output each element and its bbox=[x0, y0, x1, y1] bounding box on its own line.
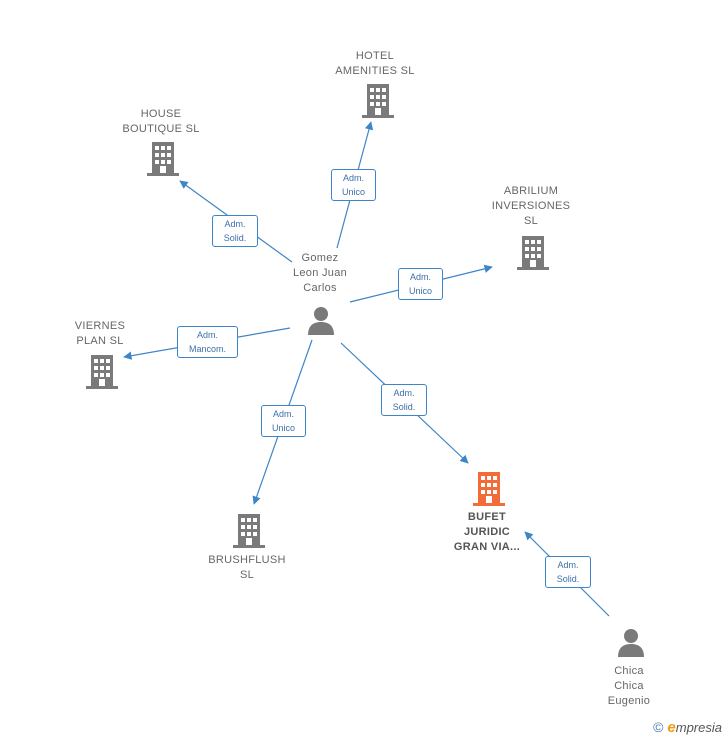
building-icon-brushflush[interactable] bbox=[233, 514, 265, 548]
edge-label-gomez-bufet: Adm. Solid. bbox=[381, 384, 427, 416]
node-label-chica[interactable]: Chica Chica Eugenio bbox=[607, 665, 651, 707]
edge-label-gomez-brushflush: Adm. Unico bbox=[261, 405, 306, 437]
person-icon-chica[interactable] bbox=[618, 629, 644, 657]
edge-label-gomez-viernes: Adm. Mancom. bbox=[177, 326, 238, 358]
building-icon-viernes[interactable] bbox=[86, 355, 118, 389]
node-label-bufet[interactable]: BUFET JURIDIC GRAN VIA... bbox=[453, 511, 521, 553]
node-label-gomez[interactable]: Gomez Leon Juan Carlos bbox=[292, 252, 348, 294]
building-icon-bufet[interactable] bbox=[473, 472, 505, 506]
person-icon-gomez[interactable] bbox=[308, 307, 334, 335]
node-label-hotel[interactable]: HOTEL AMENITIES SL bbox=[335, 50, 415, 77]
edge-label-chica-bufet: Adm. Solid. bbox=[545, 556, 591, 588]
node-label-abrilium[interactable]: ABRILIUM INVERSIONES SL bbox=[491, 185, 571, 227]
edge-label-gomez-house: Adm. Solid. bbox=[212, 215, 258, 247]
edge-label-gomez-hotel: Adm. Unico bbox=[331, 169, 376, 201]
brand-logo-initial: e bbox=[667, 719, 676, 736]
node-label-viernes[interactable]: VIERNES PLAN SL bbox=[74, 320, 126, 347]
node-label-brushflush[interactable]: BRUSHFLUSH SL bbox=[208, 554, 286, 581]
building-icon-hotel[interactable] bbox=[362, 84, 394, 118]
node-label-house[interactable]: HOUSE BOUTIQUE SL bbox=[122, 108, 200, 135]
brand-footer: ©empresia bbox=[653, 719, 722, 736]
building-icon-abrilium[interactable] bbox=[517, 236, 549, 270]
copyright-icon: © bbox=[653, 719, 664, 735]
building-icon-house[interactable] bbox=[147, 142, 179, 176]
edge-label-gomez-abrilium: Adm. Unico bbox=[398, 268, 443, 300]
brand-logo-text: mpresia bbox=[675, 720, 722, 735]
